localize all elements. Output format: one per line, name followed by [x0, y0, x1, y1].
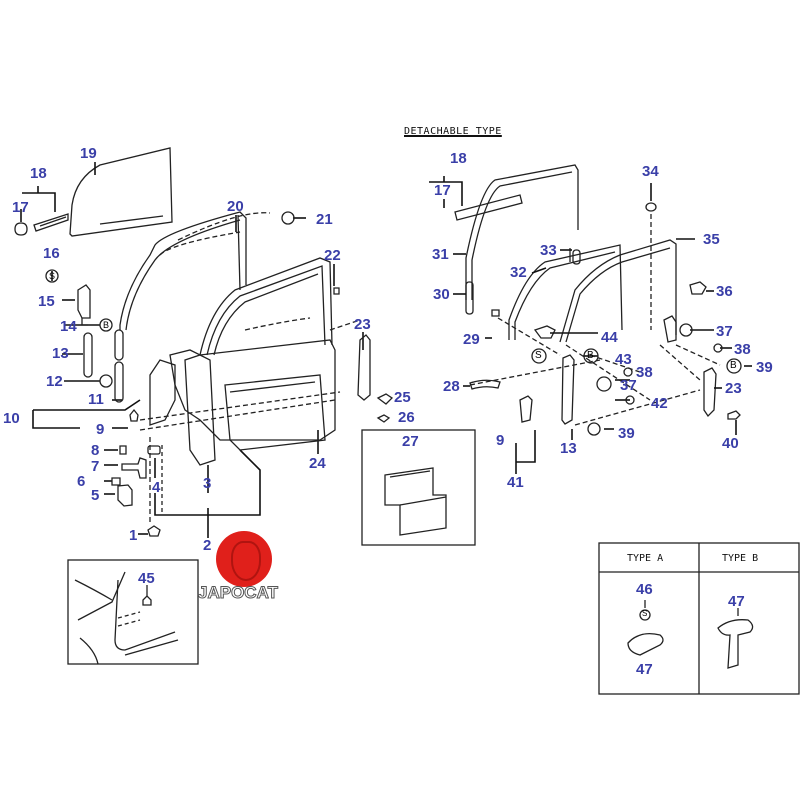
callout-47-a[interactable]: 47 — [636, 661, 653, 678]
callout-33[interactable]: 33 — [540, 242, 557, 259]
callout-38-a[interactable]: 38 — [734, 341, 751, 358]
callout-41[interactable]: 41 — [507, 474, 524, 491]
callout-9-left[interactable]: 9 — [96, 421, 105, 438]
callout-23-left[interactable]: 23 — [354, 316, 371, 333]
callout-3[interactable]: 3 — [203, 475, 212, 492]
section-header-detachable: DETACHABLE TYPE — [404, 126, 502, 137]
callout-2[interactable]: 2 — [203, 537, 212, 554]
callout-13-left[interactable]: 13 — [52, 345, 69, 362]
callout-20[interactable]: 20 — [227, 198, 244, 215]
callout-42[interactable]: 42 — [651, 395, 668, 412]
callout-32[interactable]: 32 — [510, 264, 527, 281]
callout-44[interactable]: 44 — [601, 329, 618, 346]
bolt-symbol-right-a: B — [587, 350, 594, 361]
callout-35[interactable]: 35 — [703, 231, 720, 248]
callout-34[interactable]: 34 — [642, 163, 659, 180]
callout-10[interactable]: 10 — [3, 410, 20, 427]
pillar-strips — [83, 329, 124, 403]
callout-39-b[interactable]: 39 — [618, 425, 635, 442]
callout-6[interactable]: 6 — [77, 473, 86, 490]
callout-39-a[interactable]: 39 — [756, 359, 773, 376]
callout-22[interactable]: 22 — [324, 247, 341, 264]
callout-18-right[interactable]: 18 — [450, 150, 467, 167]
logo-text: JAPOCAT — [198, 583, 279, 603]
callout-18-left[interactable]: 18 — [30, 165, 47, 182]
fastener-symbols — [45, 211, 295, 388]
callout-30[interactable]: 30 — [433, 286, 450, 303]
callout-15[interactable]: 15 — [38, 293, 55, 310]
bolt-symbol-label: B — [103, 320, 110, 330]
callout-7[interactable]: 7 — [91, 458, 100, 475]
box-27-inset — [361, 429, 476, 546]
callout-29[interactable]: 29 — [463, 331, 480, 348]
callout-17-left[interactable]: 17 — [12, 199, 29, 216]
callout-16[interactable]: 16 — [43, 245, 60, 262]
inset-45 — [67, 559, 199, 665]
callout-36[interactable]: 36 — [716, 283, 733, 300]
callout-24[interactable]: 24 — [309, 455, 326, 472]
callout-26[interactable]: 26 — [398, 409, 415, 426]
type-b-header: TYPE B — [722, 553, 759, 564]
callout-12[interactable]: 12 — [46, 373, 63, 390]
window-frame-part — [119, 211, 271, 331]
callout-11[interactable]: 11 — [88, 391, 104, 408]
japocat-logo: JAPOCAT — [198, 527, 288, 607]
callout-46[interactable]: 46 — [636, 581, 653, 598]
callout-27[interactable]: 27 — [402, 433, 419, 450]
right-fastener-symbols — [531, 323, 742, 436]
small-parts-left — [111, 287, 394, 537]
screw-symbol-type-a: S — [642, 609, 648, 618]
window-glass-part — [69, 147, 173, 237]
callout-28[interactable]: 28 — [443, 378, 460, 395]
callout-45[interactable]: 45 — [138, 570, 155, 587]
callout-31[interactable]: 31 — [432, 246, 449, 263]
screw-symbol-right: S — [535, 350, 542, 361]
bolt-symbol-right-b: B — [730, 360, 737, 371]
right-small-parts — [469, 202, 741, 425]
callout-13-right[interactable]: 13 — [560, 440, 577, 457]
door-assembly — [139, 257, 361, 525]
callout-37-b[interactable]: 37 — [620, 377, 637, 394]
callout-40[interactable]: 40 — [722, 435, 739, 452]
callout-21[interactable]: 21 — [316, 211, 333, 228]
right-leaders — [429, 176, 752, 474]
callout-47-b[interactable]: 47 — [728, 593, 745, 610]
callout-43[interactable]: 43 — [615, 351, 632, 368]
callout-19[interactable]: 19 — [80, 145, 97, 162]
callout-17-right[interactable]: 17 — [434, 182, 451, 199]
callout-14[interactable]: 14 — [60, 318, 77, 335]
type-a-header: TYPE A — [627, 553, 664, 564]
detachable-frames — [454, 164, 677, 343]
callout-38-b[interactable]: 38 — [636, 364, 653, 381]
callout-25[interactable]: 25 — [394, 389, 411, 406]
callout-1[interactable]: 1 — [129, 527, 138, 544]
type-table — [598, 542, 800, 695]
callout-4[interactable]: 4 — [152, 479, 161, 496]
callout-23-right[interactable]: 23 — [725, 380, 742, 397]
callout-9-right[interactable]: 9 — [496, 432, 505, 449]
callout-5[interactable]: 5 — [91, 487, 100, 504]
logo-cat-glyph — [231, 541, 261, 581]
screw-symbol-label: S — [49, 271, 56, 281]
weatherstrip-part — [14, 213, 69, 236]
hinge-parts — [77, 284, 91, 326]
callout-8[interactable]: 8 — [91, 442, 100, 459]
callout-37-a[interactable]: 37 — [716, 323, 733, 340]
